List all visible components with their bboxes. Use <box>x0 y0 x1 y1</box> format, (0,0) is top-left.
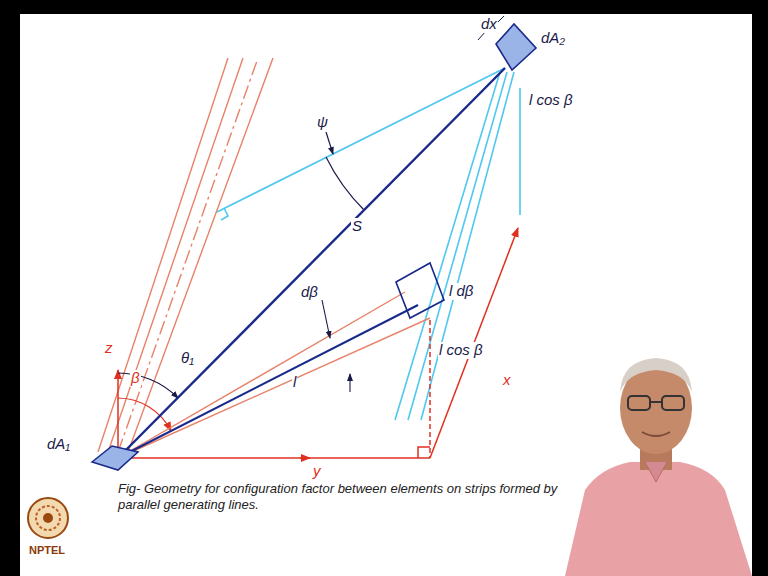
lecturer-part <box>620 358 692 392</box>
area-label: dA₁ <box>46 436 71 453</box>
strip-lines-2-part <box>421 72 514 420</box>
nptel-logo <box>28 498 68 538</box>
dbeta-marks <box>322 300 350 392</box>
psi-angle <box>326 132 364 210</box>
angle-label: θ₁ <box>180 350 195 367</box>
ray-lines-part <box>118 68 505 458</box>
dbeta-marks-part <box>349 374 350 392</box>
angle-label: β <box>130 370 141 387</box>
coordinate-axes-part <box>117 370 119 458</box>
logo-text: NPTEL <box>28 544 66 556</box>
area-element <box>396 263 444 318</box>
slide-frame-part <box>20 14 752 576</box>
axis-label: y <box>312 463 322 480</box>
strip-lines-1-part <box>108 58 243 452</box>
nptel-logo-part <box>36 506 60 530</box>
ray-lines-part <box>118 305 418 458</box>
coordinate-axes-part <box>300 457 430 459</box>
length-label: l cos β <box>528 92 574 109</box>
axis-label: z <box>104 340 114 357</box>
coordinate-axes-part <box>429 320 431 458</box>
psi-angle-part <box>326 132 333 154</box>
angle-arcs-part <box>118 398 171 431</box>
perpendicular-line-part <box>221 208 228 220</box>
lecturer <box>565 358 752 576</box>
strip-lines-2-part <box>519 88 521 215</box>
length-label: l dβ <box>448 283 474 300</box>
lecturer-part <box>642 432 670 436</box>
lecturer-part <box>650 401 662 403</box>
strip-lines-1-part <box>128 58 273 452</box>
coordinate-axes-part <box>430 228 518 458</box>
nptel-logo-part <box>43 513 53 523</box>
dA2-element <box>478 16 536 70</box>
strip-lines-2 <box>395 72 520 420</box>
angle-arcs-part <box>118 373 178 398</box>
area-element-part <box>396 263 444 318</box>
nptel-logo-part <box>28 498 68 538</box>
dbeta-marks-part <box>322 300 330 338</box>
figure-caption: Fig- Geometry for configuration factor b… <box>118 481 558 513</box>
length-label: l <box>292 374 297 391</box>
lecturer-part <box>565 462 752 576</box>
psi-angle-part <box>326 157 364 210</box>
lecturer-part <box>628 396 650 410</box>
perpendicular-line-part <box>217 68 505 212</box>
ray-lines <box>118 68 505 458</box>
area-label: dA₂ <box>540 30 566 47</box>
axis-label: x <box>502 372 512 389</box>
strip-lines-2-part <box>395 72 500 420</box>
dimension-label: dx <box>480 16 498 33</box>
strip-lines-2-part <box>408 72 507 420</box>
lecturer-part <box>662 396 684 410</box>
ray-lines-part <box>118 318 430 458</box>
length-label: l cos β <box>438 342 484 359</box>
coordinate-axes-part <box>118 457 310 459</box>
dA1-element <box>92 446 138 470</box>
coordinate-axes <box>118 228 518 458</box>
ray-lines-part <box>118 292 405 458</box>
coordinate-axes-part <box>418 447 430 458</box>
angle-arcs <box>118 373 178 431</box>
strip-lines-1-part <box>118 58 258 452</box>
dA2-element-part <box>496 24 536 70</box>
dA1-element-part <box>92 446 138 470</box>
lecturer-part <box>645 462 667 482</box>
angle-label: dβ <box>300 284 319 301</box>
distance-label: S <box>351 218 363 235</box>
angle-label: ψ <box>316 114 329 131</box>
